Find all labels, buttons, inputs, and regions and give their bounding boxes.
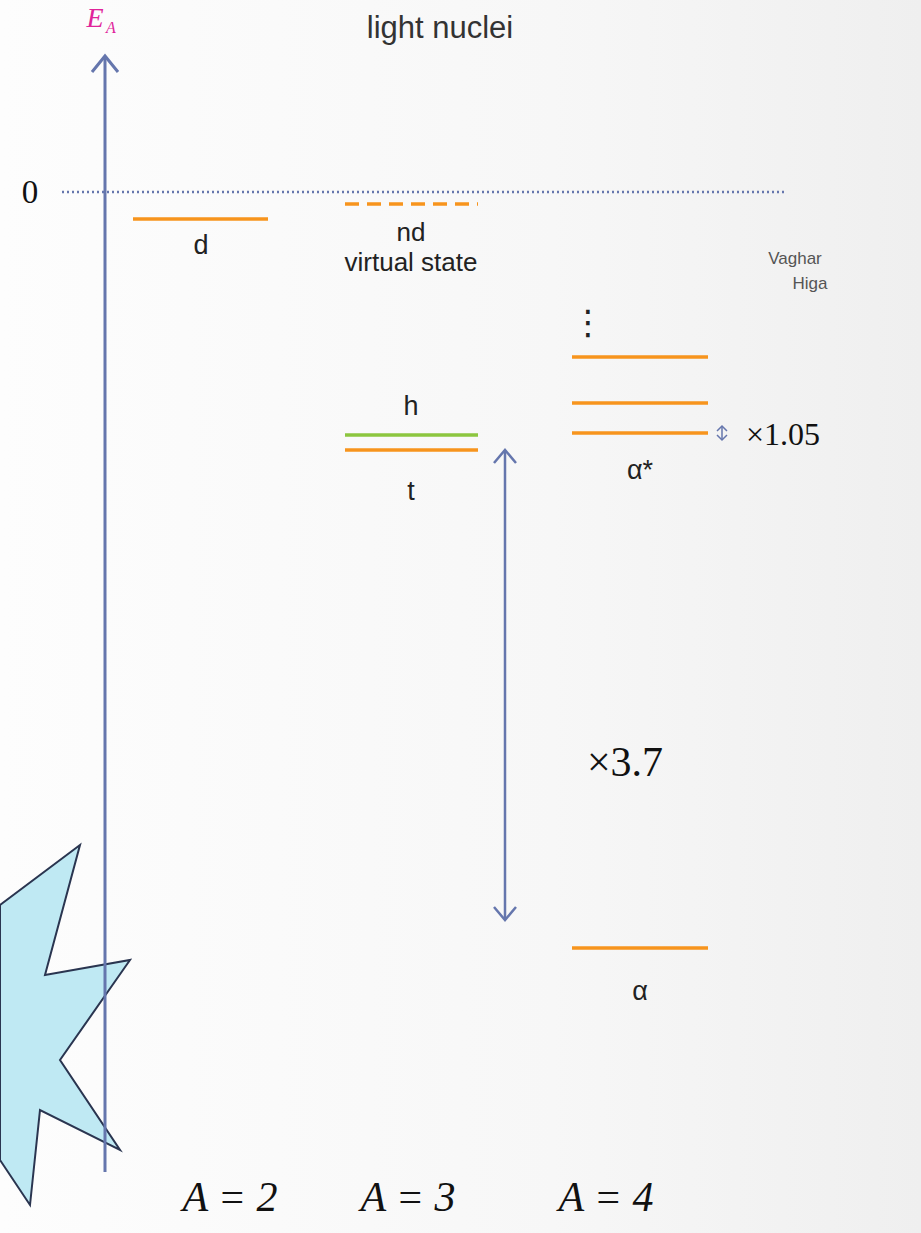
ratio-label: ×3.7 (587, 741, 663, 783)
helion-level (345, 433, 478, 437)
level-label: α* (627, 457, 653, 484)
level-label: virtual state (345, 249, 478, 275)
level-label: h (403, 393, 418, 420)
level-label: t (407, 478, 415, 505)
gap-arrow (504, 450, 507, 920)
mass-number: A = 3 (360, 1176, 455, 1218)
mass-number: A = 4 (558, 1176, 653, 1218)
energy-axis (104, 57, 107, 1172)
ratio-label: ×1.05 (746, 418, 820, 450)
triton-level (345, 448, 478, 452)
level-label: d (193, 232, 208, 259)
gap-arrowhead (494, 450, 516, 463)
zero-line (62, 191, 786, 194)
reference-note: Vaghar (768, 250, 822, 267)
reference-note: Higa (793, 275, 828, 292)
alpha-excited-level (572, 431, 708, 435)
zero-label: 0 (22, 176, 39, 209)
alpha-excited-level (572, 401, 708, 405)
level-label: α (632, 978, 648, 1005)
axis-symbol: E (86, 4, 103, 32)
gap-arrowhead (494, 907, 516, 920)
star-burst (0, 845, 130, 1205)
level-label: nd (397, 219, 426, 245)
mass-number: A = 2 (182, 1176, 277, 1218)
diagram-title: light nuclei (367, 12, 513, 43)
deuteron-level (133, 217, 268, 221)
virtual-state-level (345, 202, 478, 206)
axis-arrowhead (92, 56, 118, 72)
alpha-level (572, 946, 708, 950)
continuation-dots: ⋮ (571, 305, 605, 339)
ratio-marker (717, 426, 727, 440)
alpha-excited-level (572, 355, 708, 359)
axis-subscript: A (106, 20, 116, 36)
